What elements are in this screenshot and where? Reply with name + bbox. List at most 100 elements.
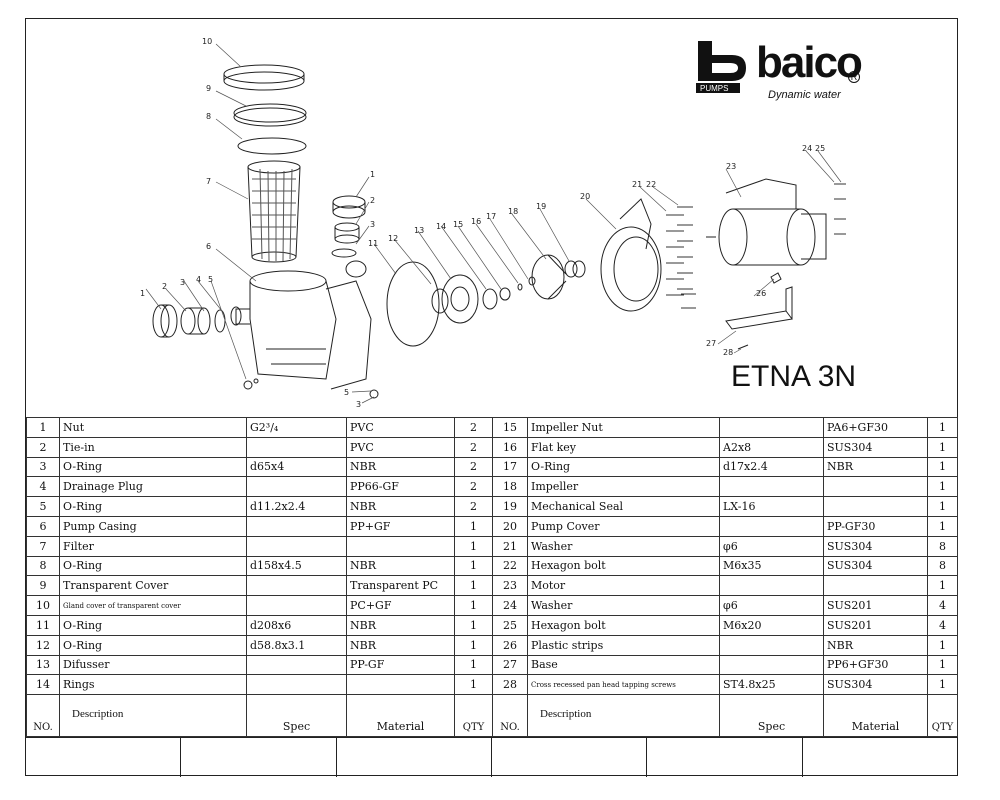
part-qty: 2	[454, 496, 493, 517]
part-material: PP6+GF30	[823, 654, 928, 676]
callout-25: 25	[815, 144, 825, 153]
part-spec: LX-16	[719, 496, 824, 517]
callout-14: 14	[436, 222, 446, 231]
part-qty: 1	[454, 515, 493, 537]
part-qty: 1	[927, 654, 958, 676]
part-material	[346, 674, 455, 696]
part-qty: 1	[927, 456, 958, 478]
part-number: 20	[492, 515, 528, 537]
part-qty: 1	[454, 634, 493, 656]
callout-15: 15	[453, 220, 463, 229]
callout-3c: 3	[356, 400, 361, 409]
part-number: 23	[492, 575, 528, 597]
part-description: Base	[527, 654, 720, 676]
header-qty: QTY	[927, 694, 958, 738]
part-description: Tie-in	[59, 436, 247, 458]
part-spec: d11.2x2.4	[246, 496, 347, 517]
part-qty: 8	[927, 555, 958, 577]
part-qty: 2	[454, 456, 493, 478]
part-number: 28	[492, 674, 528, 696]
registered-mark-icon: R	[848, 71, 860, 83]
header-description: Description	[59, 694, 247, 738]
callout-6: 6	[206, 242, 211, 251]
part-material: NBR	[346, 634, 455, 656]
part-description: Gland cover of transparent cover	[59, 595, 247, 616]
part-description: Cross recessed pan head tapping screws	[527, 674, 720, 696]
part-number: 15	[492, 417, 528, 438]
part-number: 19	[492, 496, 528, 517]
part-description: O-Ring	[59, 614, 247, 636]
part-spec: ST4.8x25	[719, 674, 824, 696]
part-qty: 1	[454, 535, 493, 557]
part-number: 14	[26, 674, 60, 696]
callout-1: 1	[140, 289, 145, 298]
part-number: 17	[492, 456, 528, 478]
callout-3: 3	[180, 278, 185, 287]
part-number: 25	[492, 614, 528, 636]
part-qty: 1	[927, 674, 958, 696]
callout-7: 7	[206, 177, 211, 186]
part-spec: φ6	[719, 595, 824, 616]
part-material: PVC	[346, 436, 455, 458]
part-description: Mechanical Seal	[527, 496, 720, 517]
callout-12: 12	[388, 234, 398, 243]
header-spec: Spec	[719, 694, 824, 738]
part-spec	[246, 476, 347, 498]
part-material	[823, 496, 928, 517]
part-description: Rings	[59, 674, 247, 696]
callout-19: 19	[536, 202, 546, 211]
logo-mark-icon: PUMPS	[696, 41, 746, 93]
callout-21: 21	[632, 180, 642, 189]
callout-8: 8	[206, 112, 211, 121]
part-qty: 1	[927, 417, 958, 438]
part-material: SUS201	[823, 595, 928, 616]
part-number: 27	[492, 654, 528, 676]
part-material: SUS304	[823, 436, 928, 458]
part-description: Drainage Plug	[59, 476, 247, 498]
callout-17: 17	[486, 212, 496, 221]
callout-11: 11	[368, 239, 378, 248]
callout-22: 22	[646, 180, 656, 189]
part-description: Motor	[527, 575, 720, 597]
part-qty: 2	[454, 417, 493, 438]
part-spec	[719, 515, 824, 537]
part-description: O-Ring	[59, 634, 247, 656]
part-material	[823, 476, 928, 498]
part-material	[823, 575, 928, 597]
part-material: PP+GF	[346, 515, 455, 537]
part-number: 9	[26, 575, 60, 597]
part-description: Difusser	[59, 654, 247, 676]
part-description: Hexagon bolt	[527, 614, 720, 636]
part-number: 6	[26, 515, 60, 537]
part-qty: 8	[927, 535, 958, 557]
part-description: Pump Casing	[59, 515, 247, 537]
part-material: NBR	[346, 456, 455, 478]
part-material: PP-GF	[346, 654, 455, 676]
part-material: NBR	[346, 555, 455, 577]
callout-10: 10	[202, 37, 212, 46]
part-spec: d58.8x3.1	[246, 634, 347, 656]
part-spec	[246, 436, 347, 458]
callout-2: 2	[162, 282, 167, 291]
header-material: Material	[823, 694, 928, 738]
header-description: Description	[527, 694, 720, 738]
